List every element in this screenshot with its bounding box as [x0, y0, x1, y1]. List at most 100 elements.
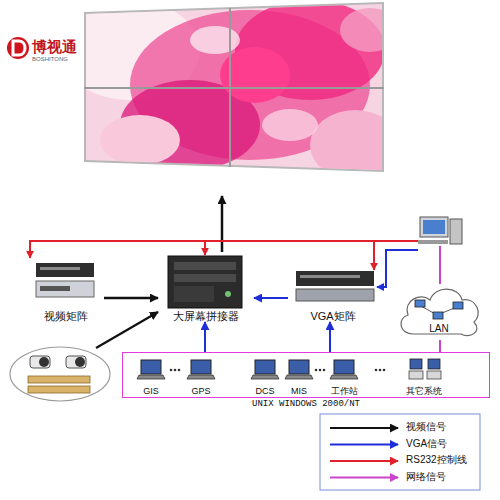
splicer-box: 大屏幕拼接器	[158, 250, 254, 322]
ellipsis-dot	[379, 369, 382, 372]
pc-screen	[423, 220, 445, 234]
node-label: 大屏幕拼接器	[158, 310, 254, 322]
laptop-screen	[255, 360, 275, 374]
lan-cloud: LAN	[395, 282, 483, 340]
video-signal-arrow	[221, 196, 224, 252]
legend-text: 视频信号	[406, 421, 446, 432]
camera-unit	[28, 376, 90, 383]
pc-monitor	[420, 217, 448, 237]
node-label: LAN	[395, 323, 483, 334]
ellipsis-dot	[383, 369, 386, 372]
laptop-base	[330, 375, 358, 379]
terminal-node: GIS	[131, 355, 171, 397]
signal-connector	[204, 322, 206, 352]
legend-text: VGA信号	[406, 438, 447, 449]
laptop-screen	[191, 360, 211, 374]
camera-unit	[28, 386, 90, 393]
brand-subname: BOSHITONG	[32, 56, 68, 63]
node-label: MIS	[279, 387, 319, 397]
terminal-node: DCS	[245, 355, 285, 397]
wall-art	[262, 109, 318, 141]
platform-label: UNIX WINDOWS 2000/NT	[123, 400, 489, 410]
network-line	[439, 246, 441, 284]
pc-keyboard	[418, 240, 448, 244]
device-detail	[40, 286, 70, 291]
laptop-screen	[141, 360, 161, 374]
legend-box	[320, 414, 480, 490]
desktop-monitor	[428, 359, 440, 369]
camera-lens	[39, 357, 49, 367]
rs232-line	[30, 241, 418, 258]
vga-matrix-box: VGA矩阵	[288, 262, 378, 322]
vga-matrix-device	[296, 289, 374, 301]
node-label: GPS	[181, 387, 221, 397]
laptop-icon	[321, 357, 367, 385]
device-detail	[174, 274, 236, 282]
camera-body	[30, 356, 50, 368]
laptop-base	[187, 375, 215, 379]
logo-mark	[7, 37, 29, 59]
desktops-icon	[393, 357, 455, 385]
ellipsis-dot	[315, 369, 318, 372]
signal-connector	[254, 297, 288, 299]
node-label: GIS	[131, 387, 171, 397]
laptop-base	[285, 375, 313, 379]
ellipsis-dot	[174, 369, 177, 372]
laptop-screen	[334, 360, 354, 374]
legend-sample-arrow	[330, 427, 398, 429]
node-label: DCS	[245, 387, 285, 397]
video-wall-image	[60, 0, 400, 180]
legend-sample-arrow	[330, 477, 398, 479]
lan-computer	[415, 300, 425, 307]
node-label: 视频矩阵	[28, 310, 104, 322]
laptop-screen	[289, 360, 309, 374]
node-label: 其它系统	[393, 387, 455, 397]
laptop-icon	[245, 357, 285, 385]
terminal-node: GPS	[181, 355, 221, 397]
node-label: 工作站	[321, 387, 367, 397]
laptop-base	[251, 375, 279, 379]
device-detail	[174, 262, 236, 270]
video-signal-arrow	[96, 312, 158, 348]
wall-art	[310, 110, 400, 180]
desktop-monitor	[410, 359, 422, 369]
ellipsis-dot	[170, 369, 173, 372]
video-matrix-box: 视频矩阵	[28, 258, 104, 322]
wall-seam	[84, 87, 384, 89]
lan-computer	[453, 302, 463, 309]
signal-connector	[329, 322, 331, 352]
desktop-case	[427, 371, 441, 379]
camera-body	[66, 356, 86, 368]
vga-line	[377, 250, 418, 287]
ellipsis-dot	[178, 369, 181, 372]
terminal-node: 工作站	[321, 355, 367, 397]
lan-computer	[433, 312, 443, 319]
ellipsis-dot	[323, 369, 326, 372]
signal-connector	[104, 297, 158, 300]
signal-connector	[439, 340, 441, 352]
device-detail	[40, 267, 80, 270]
terminal-node: 其它系统	[393, 355, 455, 397]
camera-group	[10, 347, 110, 401]
ellipsis-dot	[375, 369, 378, 372]
video-matrix-device	[36, 281, 94, 297]
logo-mark	[13, 41, 25, 55]
pc-tower	[450, 219, 462, 244]
legend-sample-arrow	[330, 444, 398, 446]
legend-text: RS232控制线	[406, 454, 467, 465]
brand-name: 博视通	[32, 39, 77, 56]
legend-text: 网络信号	[406, 471, 446, 482]
wall-art	[190, 26, 240, 54]
legend-sample-arrow	[330, 460, 398, 462]
terminal-node: MIS	[279, 355, 319, 397]
rs232-line	[373, 241, 375, 270]
laptop-base	[137, 375, 165, 379]
laptop-icon	[181, 357, 221, 385]
rs232-line	[204, 241, 206, 255]
video-matrix-device	[36, 263, 94, 277]
ellipsis-dot	[319, 369, 322, 372]
splicer-device	[168, 256, 242, 308]
laptop-icon	[279, 357, 319, 385]
wall-art	[100, 115, 180, 165]
laptop-icon	[131, 357, 171, 385]
